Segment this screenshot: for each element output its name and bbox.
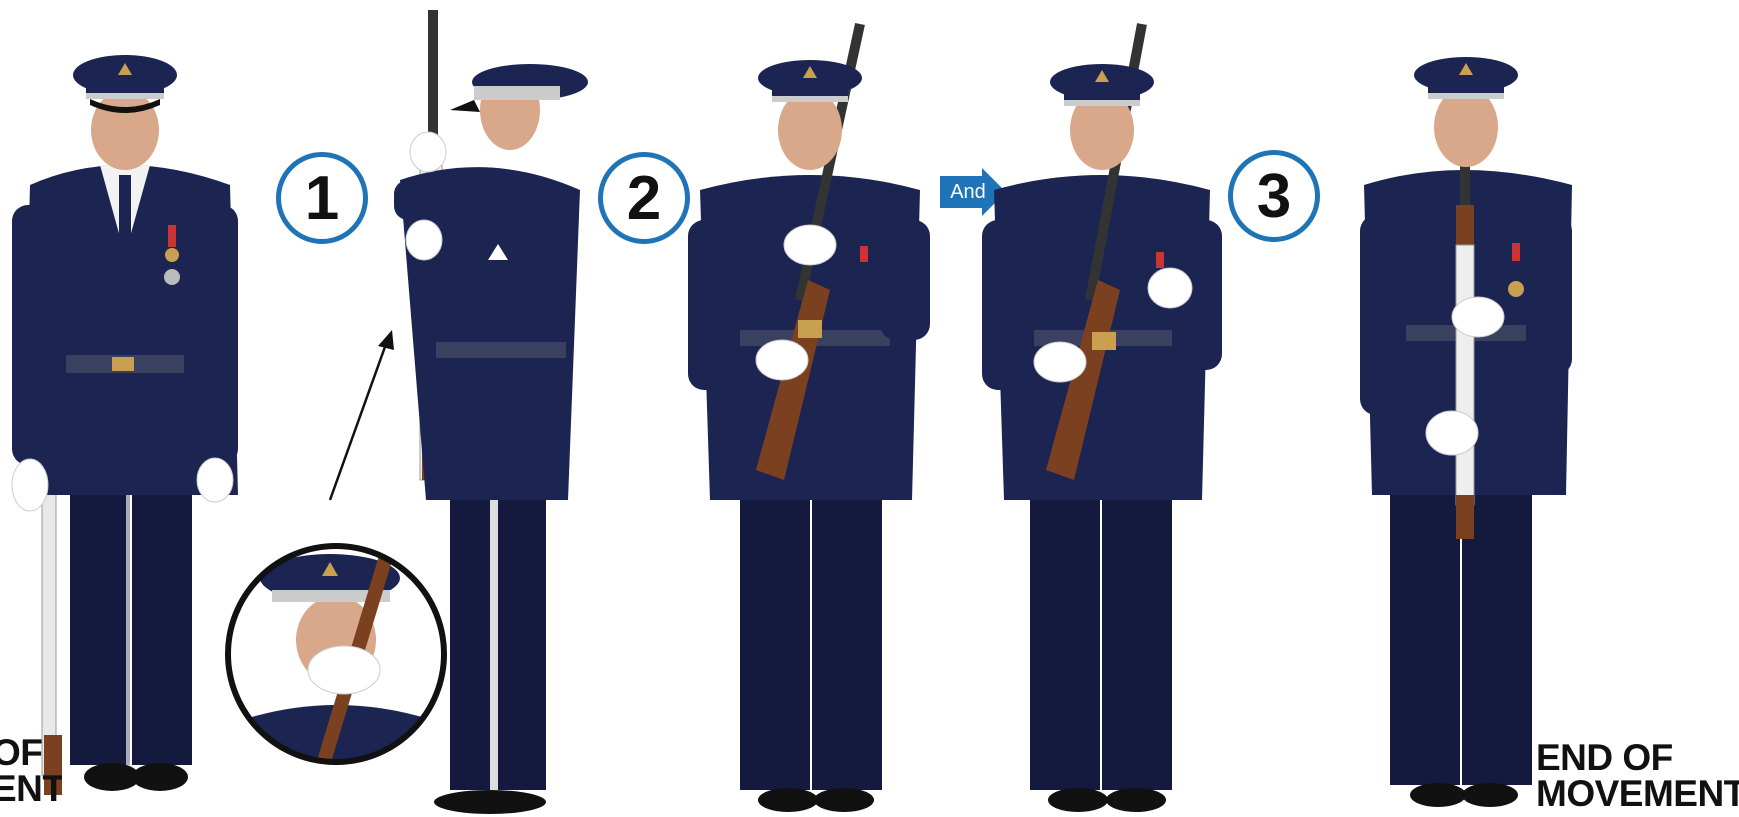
step-2-badge: 2 [598, 152, 690, 244]
step-3-badge: 3 [1228, 150, 1320, 242]
guardsman-figure-end [1360, 55, 1590, 815]
guardsman-figure-step-1 [380, 10, 600, 815]
step-1-badge: 1 [276, 152, 368, 244]
guardsman-figure-step-2 [680, 20, 940, 815]
step-number: 2 [627, 163, 661, 234]
step-number: 1 [305, 163, 339, 234]
end-of-movement-caption-start: OF ENT [0, 735, 62, 807]
guardsman-figure-start [0, 55, 260, 815]
end-of-movement-caption: END OF MOVEMENT [1536, 740, 1739, 812]
step-number: 3 [1257, 161, 1291, 232]
guardsman-figure-step-2b [980, 20, 1240, 815]
